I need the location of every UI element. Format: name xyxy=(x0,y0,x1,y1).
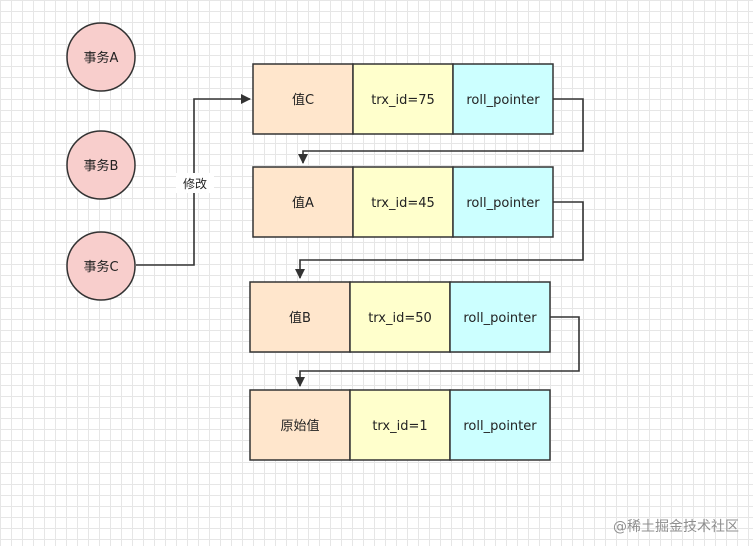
transaction-c-node: 事务C xyxy=(66,231,136,301)
value-label: 值B xyxy=(289,310,311,326)
value-cell xyxy=(252,166,354,238)
value-label: 值A xyxy=(292,195,314,211)
version-row-4: 原始值 trx_id=1 roll_pointer xyxy=(249,389,551,461)
version-row-2: 值A trx_id=45 roll_pointer xyxy=(252,166,554,238)
trx-id-label: trx_id=75 xyxy=(371,93,435,108)
trx-id-cell xyxy=(349,281,451,353)
value-cell xyxy=(249,389,351,461)
roll-pointer-label: roll_pointer xyxy=(463,311,537,326)
trx-id-label: trx_id=1 xyxy=(372,419,427,434)
trx-id-label: trx_id=45 xyxy=(371,196,435,211)
modify-edge-label-bg xyxy=(176,173,214,193)
transaction-b-label: 事务B xyxy=(84,158,119,174)
roll-pointer-link-3 xyxy=(295,316,580,387)
roll-pointer-cell xyxy=(452,63,554,135)
version-row-3: 值B trx_id=50 roll_pointer xyxy=(249,281,551,353)
roll-pointer-cell xyxy=(452,166,554,238)
roll-pointer-cell xyxy=(449,281,551,353)
value-cell xyxy=(252,63,354,135)
version-row-1: 值C trx_id=75 roll_pointer xyxy=(252,63,554,135)
roll-pointer-link-2 xyxy=(295,201,584,279)
trx-id-cell xyxy=(352,63,454,135)
transaction-c-label: 事务C xyxy=(83,259,118,275)
roll-pointer-cell xyxy=(449,389,551,461)
trx-id-label: trx_id=50 xyxy=(368,311,432,326)
value-cell xyxy=(249,281,351,353)
modify-edge-label: 修改 xyxy=(183,176,207,191)
roll-pointer-label: roll_pointer xyxy=(466,93,540,108)
watermark: @稀土掘金技术社区 xyxy=(613,519,739,535)
trx-id-cell xyxy=(349,389,451,461)
value-label: 原始值 xyxy=(280,418,319,434)
transaction-a-label: 事务A xyxy=(84,50,119,66)
roll-pointer-label: roll_pointer xyxy=(466,196,540,211)
transaction-b-node: 事务B xyxy=(66,130,136,200)
roll-pointer-link-1 xyxy=(298,98,584,164)
value-label: 值C xyxy=(292,92,314,108)
roll-pointer-label: roll_pointer xyxy=(463,419,537,434)
transaction-a-node: 事务A xyxy=(66,22,136,92)
